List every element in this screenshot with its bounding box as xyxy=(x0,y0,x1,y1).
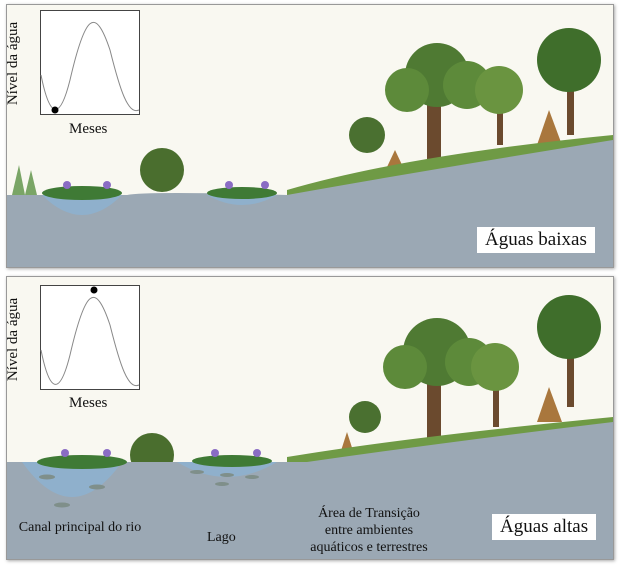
current-level-marker xyxy=(51,106,59,114)
water-hyacinths xyxy=(42,181,277,200)
panel-high-water: Nível da água Meses Canal principal do r… xyxy=(6,276,614,560)
high-water-landscape xyxy=(7,295,613,559)
x-axis-label: Meses xyxy=(69,121,108,137)
ground-water xyxy=(7,422,613,559)
caption-lake: Lago xyxy=(207,530,236,545)
caption-line: Área de Transição xyxy=(318,506,420,521)
graph-plot xyxy=(40,10,140,115)
low-water-landscape xyxy=(7,28,613,267)
low-water-badge: Águas baixas xyxy=(477,227,595,253)
caption-main-channel: Canal principal do rio xyxy=(18,520,142,535)
ground-water xyxy=(7,140,613,267)
trees xyxy=(140,28,601,192)
water-level-curve xyxy=(40,296,140,387)
y-axis-label: Nível da água xyxy=(6,21,22,106)
caption-transition-area: Área de Transição entre ambientes aquáti… xyxy=(289,505,449,556)
graph-plot xyxy=(40,285,140,390)
caption-line: entre ambientes xyxy=(324,523,414,538)
high-water-badge: Águas altas xyxy=(492,514,597,540)
panel-low-water: Nível da água Meses Águas baixas xyxy=(6,4,614,268)
water-hyacinths xyxy=(37,449,272,469)
current-level-marker xyxy=(90,286,98,294)
y-axis-label: Nível da água xyxy=(6,297,22,382)
caption-line: aquáticos e terrestres xyxy=(310,540,428,555)
x-axis-label: Meses xyxy=(69,395,108,411)
channel-pool xyxy=(42,195,122,215)
fish xyxy=(39,470,259,508)
